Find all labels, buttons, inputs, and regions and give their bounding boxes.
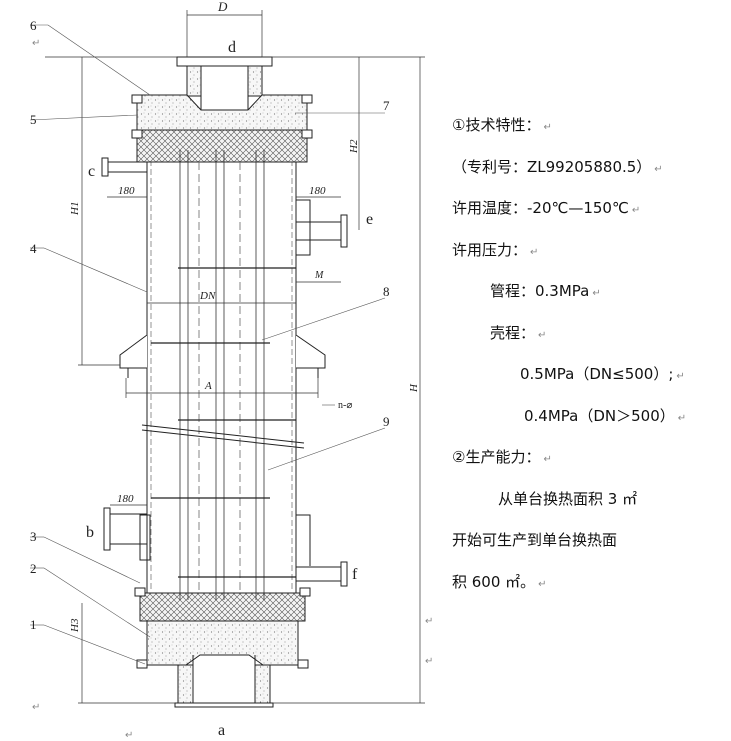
- spec-shell-pressure-1: 0.5MPa（DN≤500）;: [520, 365, 674, 383]
- part-label-3: 3: [30, 529, 37, 544]
- spec-heading-capacity: ②生产能力：: [452, 448, 541, 466]
- return-mark: ↵: [538, 578, 547, 590]
- part-label-7: 7: [383, 98, 390, 113]
- bottom-head: [136, 620, 309, 669]
- dimension-lines: [45, 10, 425, 704]
- spec-capacity-2: 开始可生产到单台换热面: [452, 531, 618, 549]
- bottom-nozzle-a: [174, 655, 274, 708]
- spec-line: ①技术特性：↵: [452, 105, 722, 147]
- shell: [146, 130, 297, 600]
- baffles: [151, 267, 296, 578]
- return-mark: ↵: [125, 730, 134, 741]
- spec-line: 从单台换热面积 3 ㎡: [452, 479, 722, 521]
- spec-line: 壳程：↵: [452, 313, 722, 355]
- part-label-6: 6: [30, 18, 37, 33]
- label-nozzle-b: b: [86, 524, 94, 541]
- spec-tube-side: 管程：0.3MPa: [490, 282, 590, 300]
- part-label-5: 5: [30, 112, 37, 127]
- return-mark: ↵: [543, 122, 552, 133]
- label-nozzle-f: f: [352, 566, 358, 583]
- label-180-e: 180: [309, 185, 326, 197]
- label-nozzle-d: d: [228, 39, 236, 56]
- spec-line: 许用温度：-20℃—150℃↵: [452, 188, 722, 230]
- tube-bundle: [179, 150, 265, 600]
- spec-panel: ①技术特性：↵ （专利号：ZL99205880.5）↵ 许用温度：-20℃—15…: [452, 105, 722, 603]
- return-mark: ↵: [530, 246, 539, 258]
- top-head: [131, 94, 313, 131]
- return-mark: ↵: [677, 412, 687, 424]
- return-mark: ↵: [538, 329, 547, 341]
- spec-pressure: 许用压力：: [452, 240, 528, 259]
- top-tube-sheet: [136, 129, 308, 163]
- label-DN: DN: [199, 290, 216, 302]
- spec-line: 0.5MPa（DN≤500）;↵: [452, 354, 722, 396]
- nozzle-b: [103, 507, 151, 561]
- nozzle-f: [295, 514, 348, 587]
- bottom-tube-sheet: [139, 592, 306, 622]
- spec-line: 管程：0.3MPa↵: [452, 271, 722, 313]
- spec-patent: （专利号：ZL99205880.5）: [452, 157, 652, 176]
- part-label-9: 9: [383, 414, 390, 429]
- label-H1: H1: [69, 202, 81, 216]
- top-nozzle-d: [176, 56, 273, 110]
- label-H2: H2: [348, 139, 360, 154]
- part-label-2: 2: [30, 561, 37, 576]
- return-mark: ↵: [631, 205, 641, 216]
- support-lug-left: [119, 334, 148, 378]
- spec-capacity-1: 从单台换热面积 3 ㎡: [498, 489, 638, 508]
- spec-shell-pressure-2: 0.4MPa（DN＞500）: [524, 406, 675, 425]
- spec-temperature: 许用温度：-20℃—150℃: [452, 199, 629, 217]
- spec-line: 0.4MPa（DN＞500）↵: [452, 396, 722, 438]
- return-mark: ↵: [32, 702, 41, 713]
- return-mark: ↵: [676, 371, 685, 382]
- spec-shell-side: 壳程：: [490, 323, 536, 342]
- label-A: A: [204, 380, 212, 392]
- leader-lines: [29, 24, 386, 665]
- tie-rod-oblique: [141, 424, 305, 449]
- label-nozzle-a: a: [218, 722, 225, 739]
- label-180-c: 180: [118, 185, 135, 197]
- label-H: H: [408, 383, 420, 393]
- label-180-b: 180: [117, 493, 134, 505]
- spec-line: 开始可生产到单台换热面: [452, 520, 722, 562]
- return-mark: ↵: [654, 163, 663, 175]
- spec-line: 许用压力：↵: [452, 230, 722, 272]
- part-label-4: 4: [30, 241, 37, 256]
- spec-capacity-3: 积 600 ㎡。: [452, 572, 536, 591]
- return-mark: ↵: [425, 616, 434, 627]
- nozzle-e: [295, 199, 348, 256]
- label-D: D: [217, 0, 228, 14]
- nozzle-c: [101, 157, 148, 177]
- support-lug-right: [295, 334, 326, 378]
- return-mark: ↵: [592, 288, 601, 299]
- label-nozzle-c: c: [88, 163, 95, 180]
- label-M: M: [314, 270, 324, 281]
- spec-line: ②生产能力：↵: [452, 437, 722, 479]
- part-label-8: 8: [383, 284, 390, 299]
- label-nozzle-e: e: [366, 211, 373, 228]
- spec-heading-characteristics: ①技术特性：: [452, 116, 541, 134]
- part-label-1: 1: [30, 617, 37, 632]
- return-mark: ↵: [32, 38, 41, 49]
- return-mark: ↵: [425, 656, 434, 667]
- label-H3: H3: [69, 618, 81, 633]
- top-nozzle-flange: [176, 56, 273, 67]
- label-bolt-holes: n-⌀: [338, 400, 352, 411]
- spec-line: 积 600 ㎡。↵: [452, 562, 722, 604]
- return-mark: ↵: [543, 454, 552, 465]
- spec-line: （专利号：ZL99205880.5）↵: [452, 147, 722, 189]
